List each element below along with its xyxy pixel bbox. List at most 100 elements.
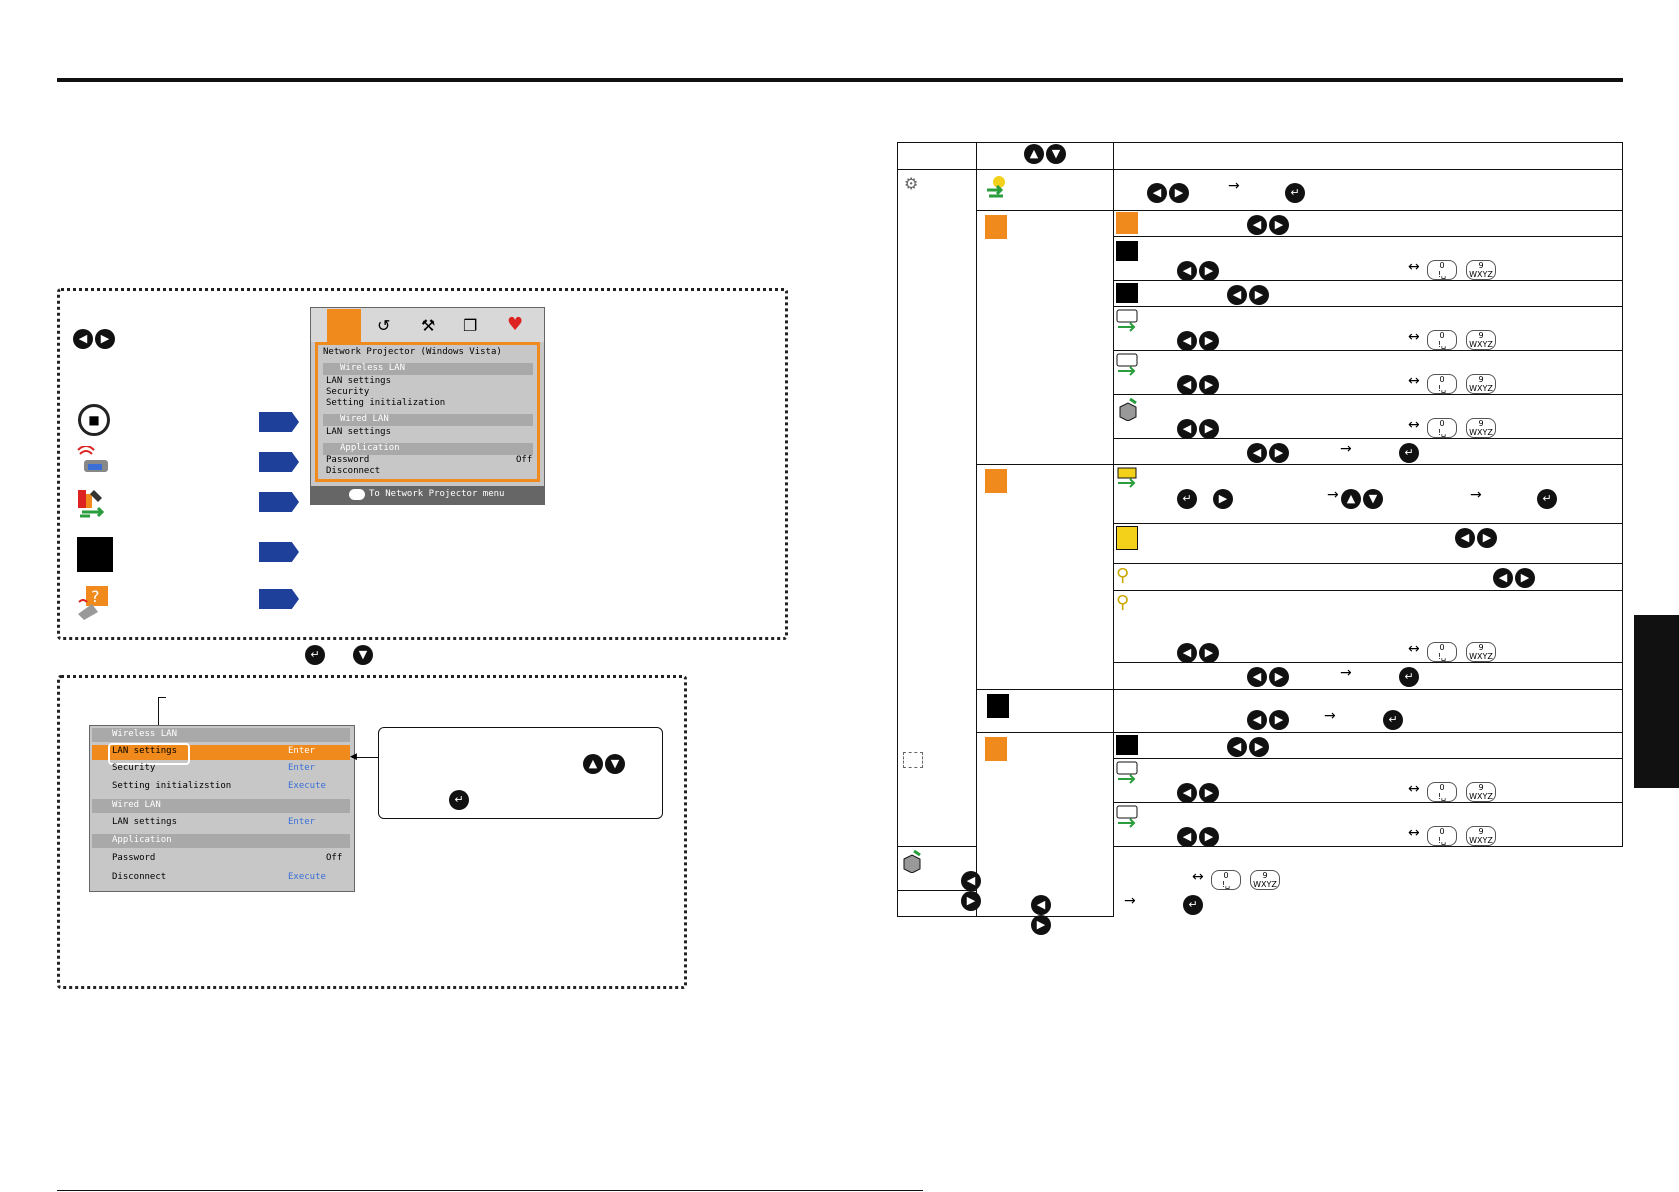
item-disconnect-action[interactable]: Execute bbox=[288, 872, 326, 882]
key-0: 0!␣ bbox=[1427, 642, 1457, 662]
key-icon: ⚲ bbox=[1116, 592, 1130, 613]
section-bar bbox=[92, 834, 350, 848]
row-cell: ↵▶→▲▼→↵ bbox=[1113, 464, 1623, 524]
top-rule bbox=[57, 78, 1623, 82]
callout-line bbox=[158, 697, 159, 744]
svg-text:?: ? bbox=[91, 587, 100, 606]
enter-button-icon bbox=[349, 489, 365, 500]
row-cell: ◀▶ bbox=[1113, 280, 1623, 307]
sub-cell bbox=[976, 169, 1114, 211]
bottom-rule bbox=[57, 1190, 923, 1191]
black-square-icon bbox=[1116, 241, 1138, 261]
section-bar bbox=[323, 443, 533, 455]
item-lan-settings[interactable]: LAN settings bbox=[326, 376, 392, 386]
section-wired-lan[interactable]: Wired LAN bbox=[340, 414, 389, 424]
left-right-buttons-icon: ◀▶ bbox=[1176, 260, 1220, 281]
sub-cell bbox=[976, 732, 1114, 917]
swap-icon: ↔ bbox=[1408, 825, 1420, 841]
wizard-icon bbox=[985, 174, 1007, 198]
key-0: 0!␣ bbox=[1427, 826, 1457, 846]
item-security[interactable]: Security bbox=[112, 763, 156, 773]
section-wireless-lan[interactable]: Wireless LAN bbox=[340, 363, 406, 373]
left-right-buttons-icon: ◀▶ bbox=[1176, 374, 1220, 395]
item-lan-settings[interactable]: LAN settings bbox=[112, 746, 178, 756]
row-cell: ⚲◀▶ bbox=[1113, 563, 1623, 591]
item-disconnect[interactable]: Disconnect bbox=[326, 466, 381, 476]
key-0: 0!␣ bbox=[1427, 374, 1457, 394]
item-security[interactable]: Security bbox=[326, 387, 370, 397]
ip-address-icon bbox=[1116, 761, 1140, 785]
item-setting-initialization[interactable]: Setting initialization bbox=[326, 398, 446, 408]
item-password[interactable]: Password bbox=[326, 455, 370, 465]
item-lan-settings-wired[interactable]: LAN settings bbox=[326, 427, 392, 437]
section-bar bbox=[323, 414, 533, 426]
section-wireless-lan[interactable]: Wireless LAN bbox=[112, 729, 178, 739]
highlight-row bbox=[92, 745, 350, 760]
menu-overview-panel bbox=[57, 288, 788, 640]
section-bar bbox=[92, 799, 350, 813]
item-lan-settings-wired-action[interactable]: Enter bbox=[288, 817, 316, 827]
wireless-lan-icon: ⚙ bbox=[904, 174, 919, 193]
arrow-icon: → bbox=[1340, 441, 1352, 457]
item-setting-initialization[interactable]: Setting initializstion bbox=[112, 781, 232, 791]
sub-cell bbox=[976, 210, 1114, 465]
menu-footer-text: To Network Projector menu bbox=[369, 489, 505, 499]
down-button-icon: ▼ bbox=[352, 644, 374, 665]
item-security-action[interactable]: Enter bbox=[288, 763, 316, 773]
enter-button-icon: ↵ bbox=[1176, 488, 1198, 509]
wireless-category-cell: ⚙ bbox=[897, 169, 977, 847]
sub-cell bbox=[976, 689, 1114, 733]
item-setting-initialization-action[interactable]: Execute bbox=[288, 781, 326, 791]
left-right-buttons-icon: ◀▶ bbox=[1454, 527, 1498, 548]
row-cell: ◀▶ bbox=[1113, 732, 1623, 759]
tab-arrow-icon: ↺ bbox=[377, 316, 391, 335]
item-password[interactable]: Password bbox=[112, 853, 156, 863]
key-0: 0!␣ bbox=[1427, 418, 1457, 438]
section-application[interactable]: Application bbox=[112, 835, 172, 845]
arrow-icon: → bbox=[1470, 487, 1482, 503]
section-tab bbox=[1634, 615, 1679, 788]
security-icon bbox=[985, 469, 1007, 493]
swap-icon: ↔ bbox=[1408, 417, 1420, 433]
wired-lan-category-icon bbox=[903, 752, 923, 768]
left-right-buttons-icon: ◀▶ bbox=[1246, 442, 1290, 463]
left-right-buttons-icon: ◀▶ bbox=[1176, 782, 1220, 803]
key-0: 0!␣ bbox=[1427, 330, 1457, 350]
key-0: 0!␣ bbox=[1211, 870, 1241, 890]
item-disconnect[interactable]: Disconnect bbox=[112, 872, 167, 882]
arrow-icon: → bbox=[1228, 178, 1240, 194]
swap-icon: ↔ bbox=[1408, 781, 1420, 797]
arrow-icon: → bbox=[1327, 487, 1339, 503]
lan-tools-icon bbox=[76, 486, 108, 522]
menu-body: Network Projector (Windows Vista) Wirele… bbox=[315, 342, 540, 482]
ssid-icon bbox=[1116, 467, 1140, 491]
section-application[interactable]: Application bbox=[340, 443, 400, 453]
right-button-icon: ▶ bbox=[1212, 488, 1234, 509]
arrow-head: ◀ bbox=[350, 752, 357, 762]
lock-icon bbox=[1116, 526, 1138, 550]
item-lan-settings-action[interactable]: Enter bbox=[288, 746, 316, 756]
page-ref-arrow bbox=[259, 589, 299, 609]
black-square-icon bbox=[987, 694, 1009, 718]
selection-outline bbox=[108, 743, 190, 765]
left-right-buttons-icon: ◀▶ bbox=[1492, 567, 1536, 588]
row-cell: ◀▶→↵ bbox=[897, 890, 1203, 935]
section-wired-lan[interactable]: Wired LAN bbox=[112, 800, 161, 810]
item-password-value: Off bbox=[326, 853, 343, 863]
enter-button-icon: ↵ bbox=[1536, 488, 1558, 509]
network-projector-icon: ■ bbox=[78, 404, 110, 436]
page-ref-arrow bbox=[259, 412, 299, 432]
wired-lan-settings-icon bbox=[985, 737, 1007, 761]
item-lan-settings-wired[interactable]: LAN settings bbox=[112, 817, 178, 827]
enter-button-icon: ↵ bbox=[1398, 666, 1420, 687]
